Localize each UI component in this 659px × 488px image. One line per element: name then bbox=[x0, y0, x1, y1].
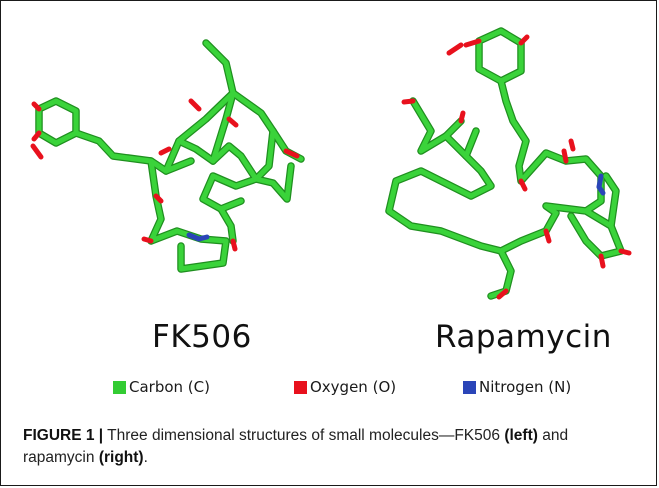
legend-item-nitrogen: Nitrogen (N) bbox=[463, 375, 571, 399]
fk506-label: FK506 bbox=[152, 319, 252, 355]
legend-label-carbon: Carbon (C) bbox=[129, 378, 210, 396]
nitrogen-swatch bbox=[463, 380, 476, 394]
fk506-structure bbox=[30, 39, 305, 273]
figure-caption: FIGURE 1 | Three dimensional structures … bbox=[23, 425, 643, 469]
legend-item-oxygen: Oxygen (O) bbox=[294, 375, 396, 399]
carbon-swatch bbox=[113, 380, 126, 394]
rapamycin-label: Rapamycin bbox=[435, 319, 612, 355]
legend-label-nitrogen: Nitrogen (N) bbox=[479, 378, 572, 396]
molecule-structures-illustration bbox=[30, 27, 632, 300]
caption-text-middle: and rapamycin bbox=[23, 427, 569, 466]
caption-text-after: . bbox=[143, 449, 148, 466]
caption-left-marker: (left) bbox=[504, 427, 538, 444]
legend-item-carbon: Carbon (C) bbox=[113, 375, 210, 399]
oxygen-swatch bbox=[294, 380, 307, 394]
caption-right-marker: (right) bbox=[98, 449, 144, 466]
legend-label-oxygen: Oxygen (O) bbox=[310, 378, 397, 396]
rapamycin-structure bbox=[385, 27, 632, 300]
caption-text-before: Three dimensional structures of small mo… bbox=[103, 427, 505, 444]
caption-label: FIGURE 1 | bbox=[23, 427, 104, 444]
